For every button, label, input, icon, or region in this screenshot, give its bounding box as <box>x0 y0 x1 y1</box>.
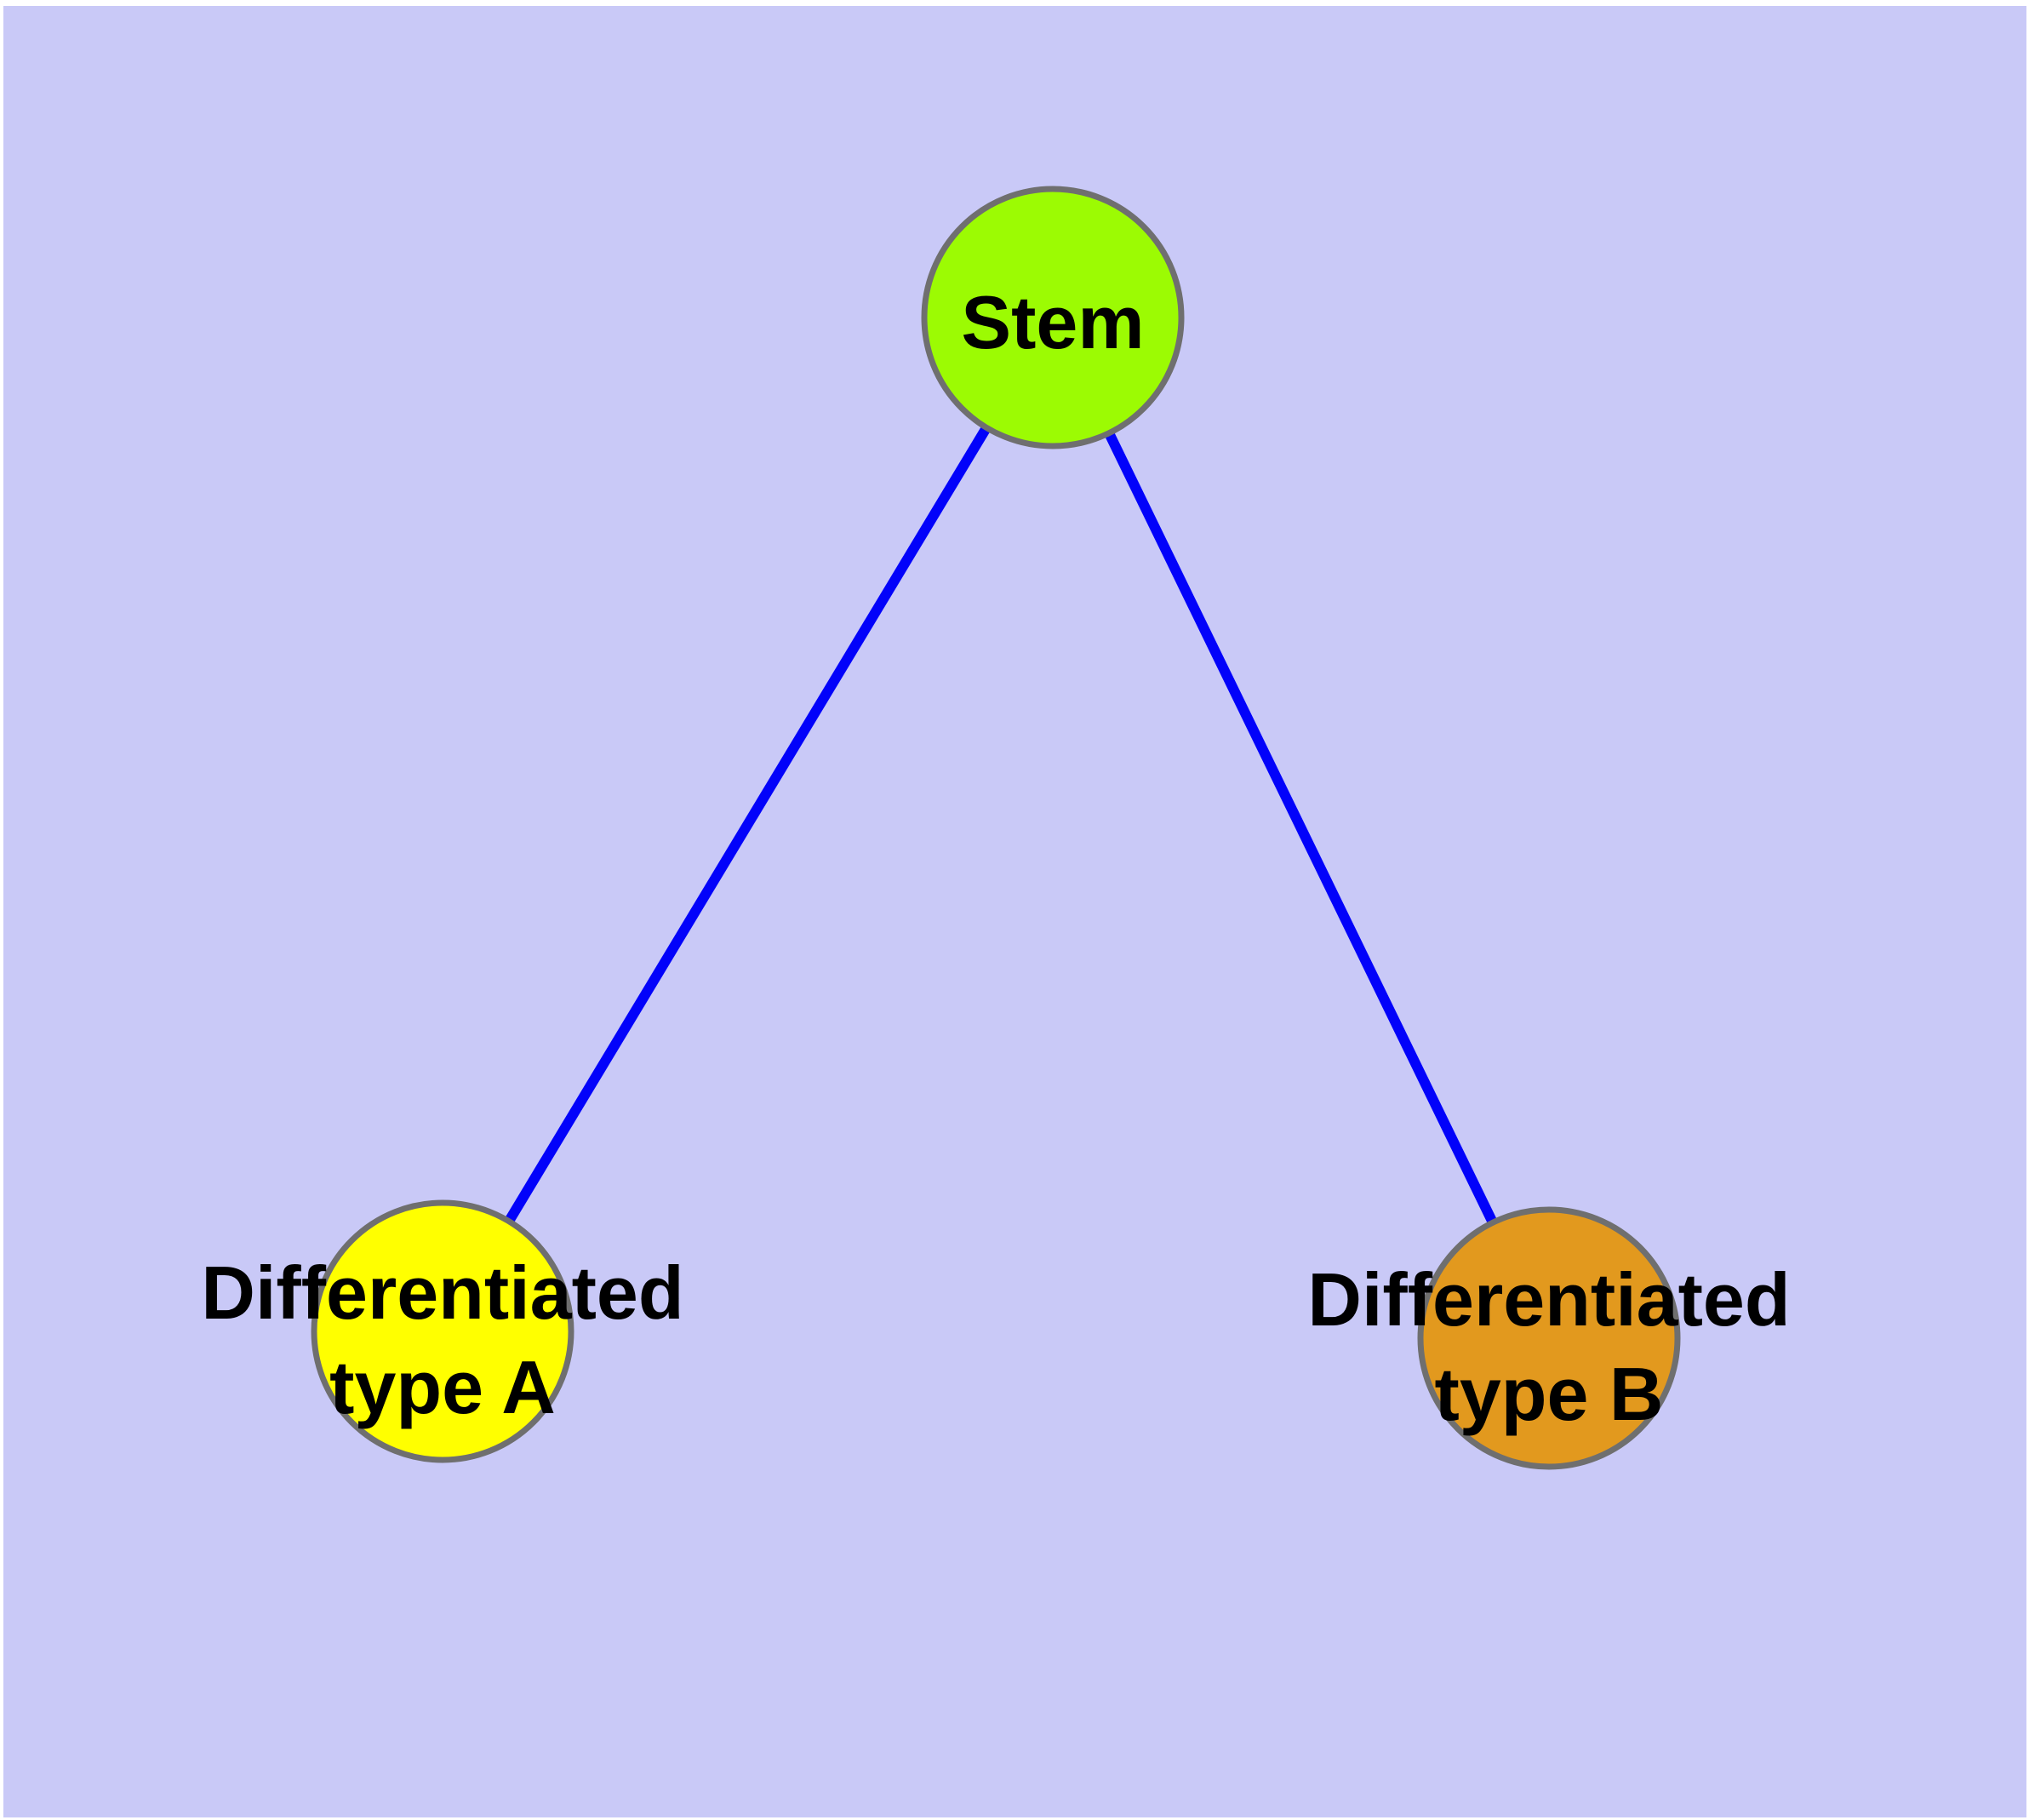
node-differentiated-type-a <box>311 1199 574 1463</box>
edge-stem-to-type-a <box>437 314 1058 1335</box>
edge-stem-to-type-b <box>1048 315 1554 1341</box>
node-type-b-label-line2: type B <box>1435 1352 1664 1436</box>
node-differentiated-type-b <box>1417 1206 1681 1470</box>
node-type-b-label-line1: Differentiated <box>1307 1257 1790 1342</box>
node-type-a-label-line1: Differentiated <box>201 1251 683 1335</box>
node-stem-label: Stem <box>961 280 1144 364</box>
node-stem <box>921 186 1185 449</box>
node-type-a-label-line2: type A <box>329 1345 556 1429</box>
